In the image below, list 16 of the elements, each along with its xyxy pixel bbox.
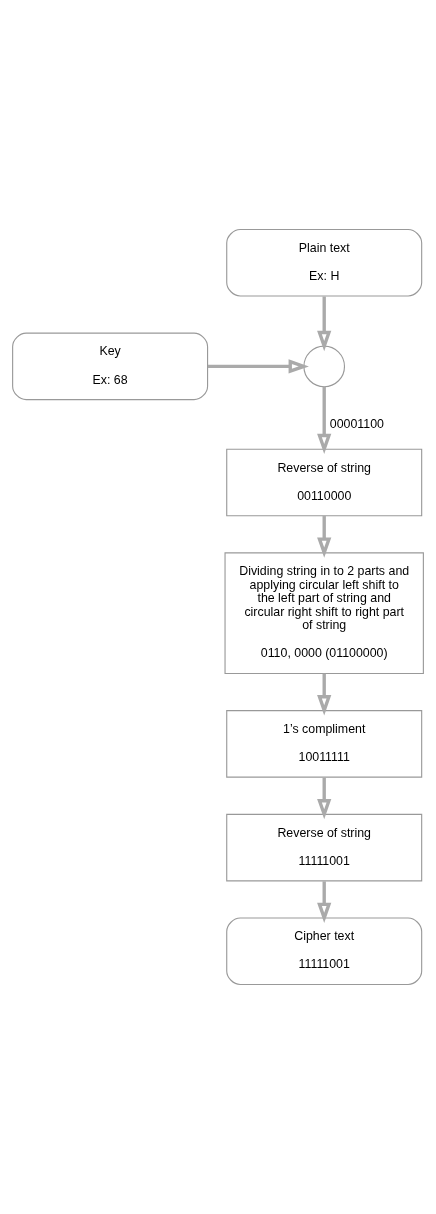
node-circle (303, 345, 346, 388)
arrow (317, 386, 332, 455)
node-box: Key Ex: 68 (12, 332, 209, 401)
arrow (207, 359, 309, 374)
node-box: Reverse of string 00110000 (226, 448, 423, 517)
node-box: Plain text Ex: H (226, 228, 423, 297)
node-box: Cipher text 11111001 (226, 917, 423, 986)
edge-label: 00001100 (329, 416, 384, 431)
node-box: Reverse of string 11111001 (226, 813, 423, 882)
node-box: Dividing string in to 2 parts and applying circular left shift to the left part of string and circular right shift to right part of string 0110, 0000 (01100000) (224, 552, 424, 675)
arrow (317, 673, 332, 716)
arrow (317, 881, 332, 923)
arrow (317, 777, 332, 820)
arrow (317, 516, 332, 558)
node-box: 1’s compliment 10011111 (226, 710, 423, 778)
arrow (317, 296, 332, 352)
